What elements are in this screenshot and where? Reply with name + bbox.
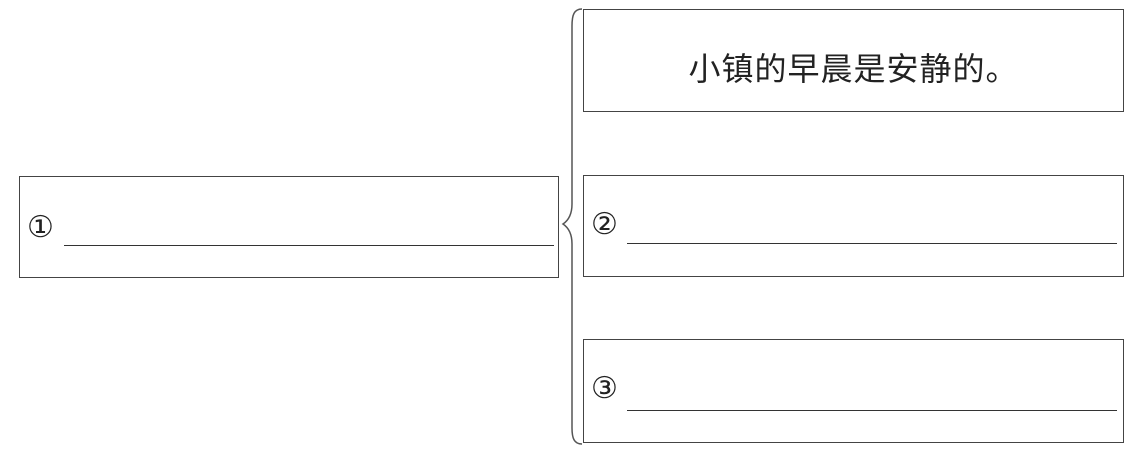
branch-2-marker: ②	[591, 207, 618, 242]
root-answer-blank[interactable]	[64, 245, 554, 246]
branch-box-1: 小镇的早晨是安静的。	[583, 9, 1124, 112]
branch-box-2: ②	[583, 175, 1124, 277]
root-answer-box: ①	[19, 176, 559, 278]
root-marker: ①	[27, 210, 54, 245]
branch-box-3: ③	[583, 339, 1124, 443]
curly-brace-connector	[561, 8, 583, 445]
branch-3-marker: ③	[591, 371, 618, 406]
given-statement: 小镇的早晨是安静的。	[688, 50, 1019, 88]
branch-3-answer-blank[interactable]	[627, 410, 1117, 411]
branch-2-answer-blank[interactable]	[627, 243, 1117, 244]
